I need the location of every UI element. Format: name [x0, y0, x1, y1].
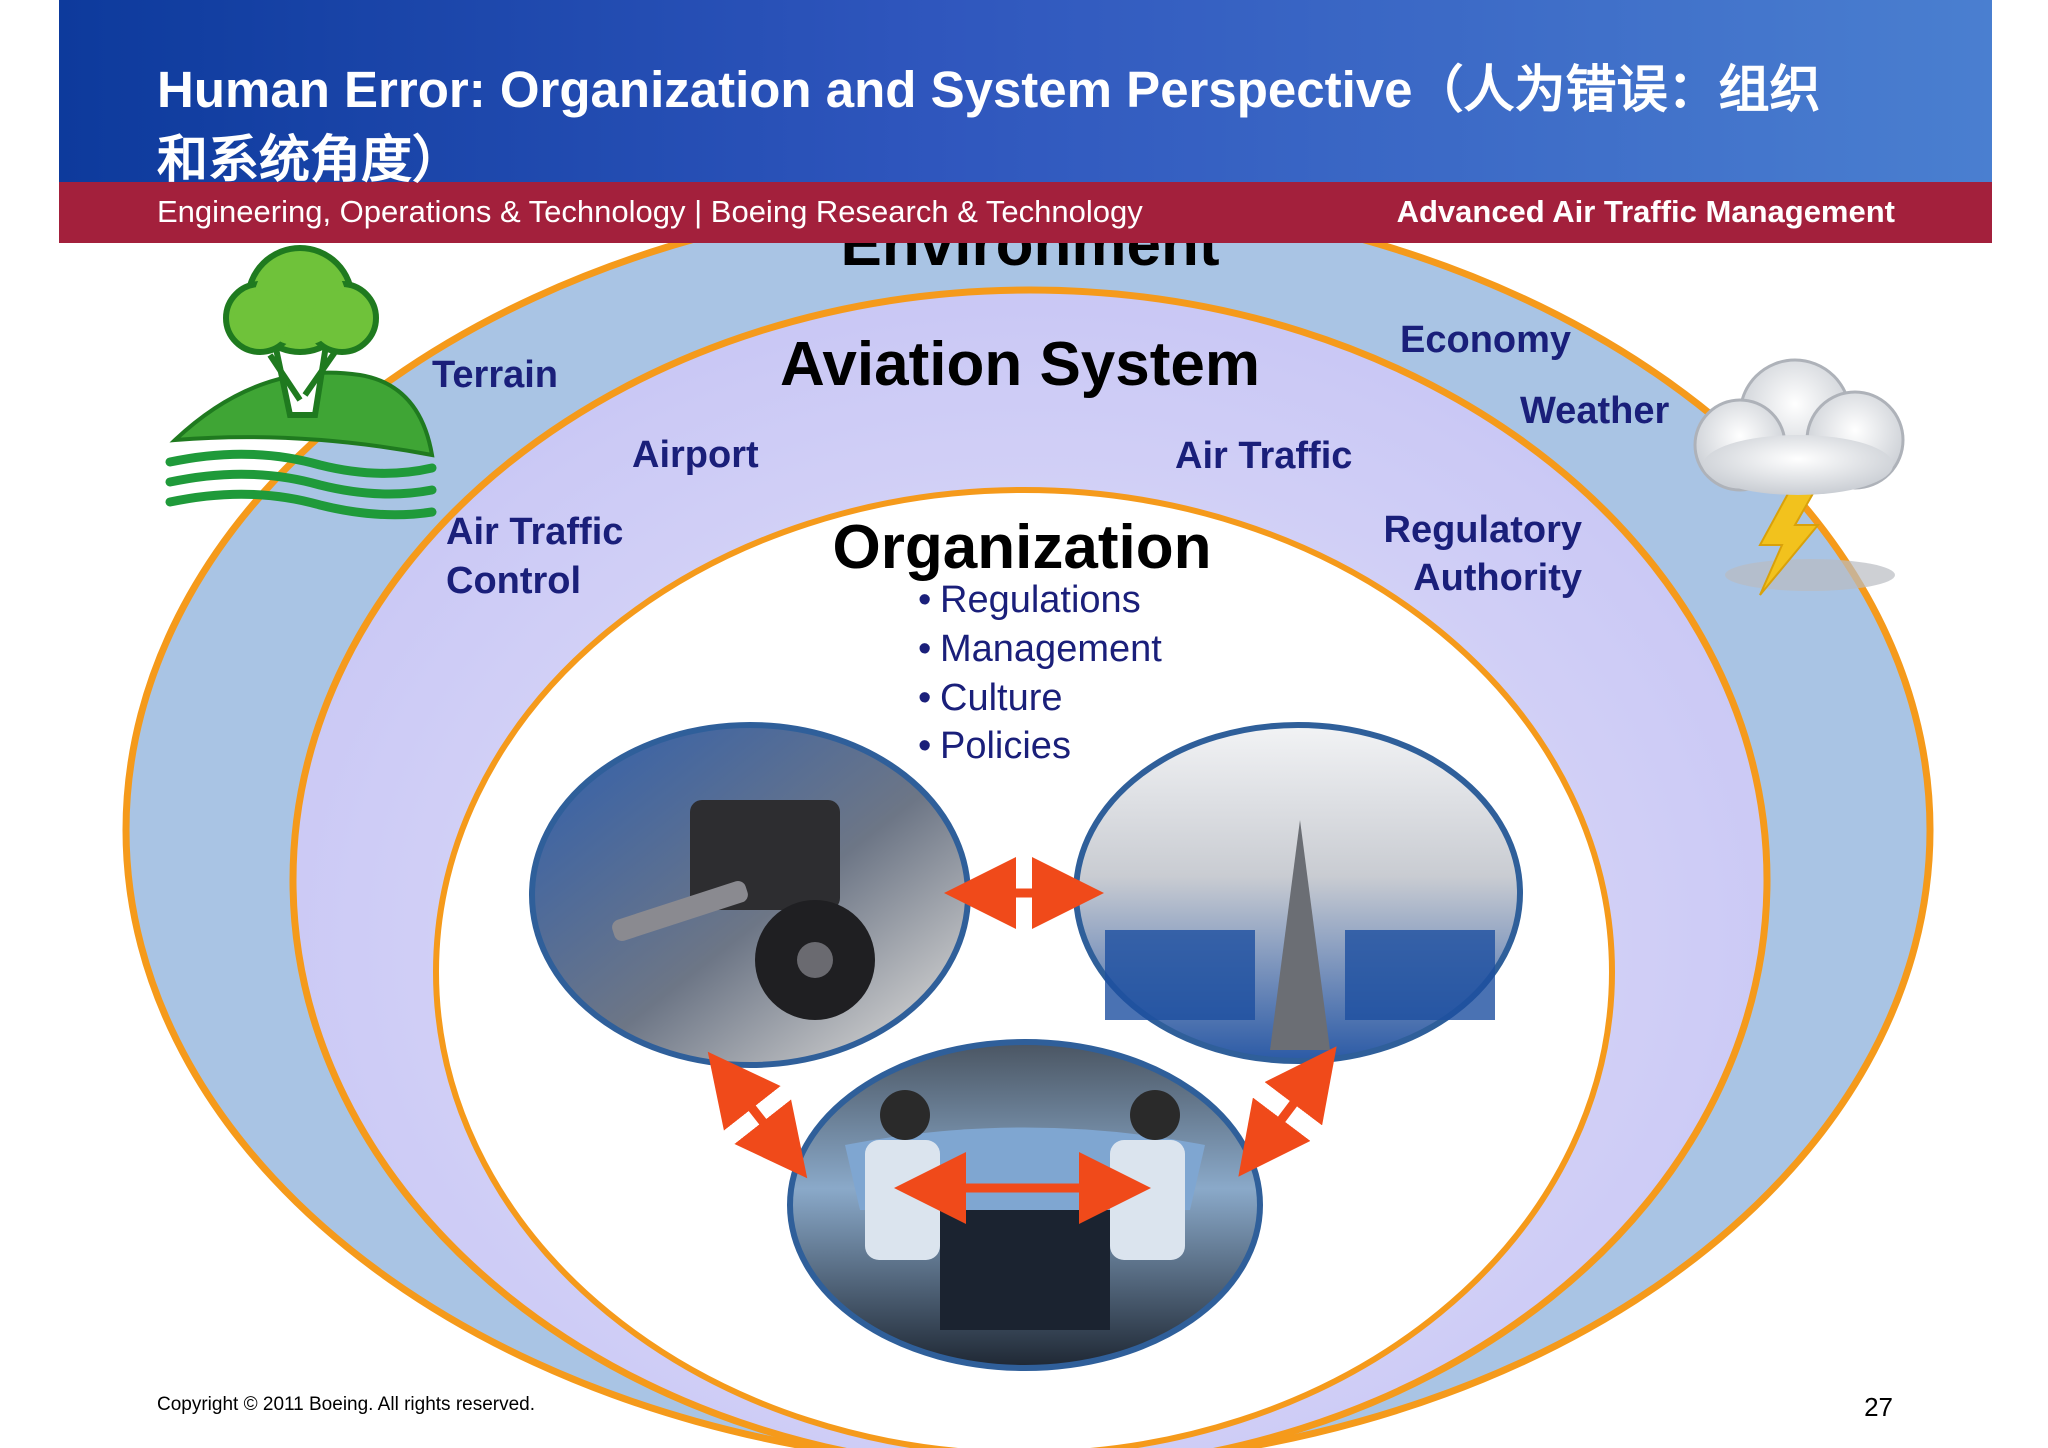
slide-title: Human Error: Organization and System Per… — [157, 61, 1821, 188]
label-regulatory-line2: Authority — [1413, 557, 1582, 599]
cabin-photo — [1073, 722, 1523, 1064]
arrow-cabin-cockpit — [1238, 1046, 1337, 1177]
cockpit-photo — [787, 1039, 1263, 1371]
tree-landscape-icon — [165, 245, 437, 520]
bullet-marker: • — [918, 579, 931, 621]
bullet-management: Management — [940, 628, 1162, 670]
label-atc-line1: Air Traffic — [446, 511, 623, 553]
label-atc-line2: Control — [446, 560, 581, 602]
band-left-text: Engineering, Operations & Technology | B… — [157, 194, 1143, 229]
aviation-system-title: Aviation System — [780, 330, 1260, 399]
bullet-culture: Culture — [940, 677, 1063, 719]
storm-cloud-icon — [1693, 358, 1905, 596]
label-air-traffic: Air Traffic — [1175, 435, 1352, 477]
band-right-text: Advanced Air Traffic Management — [1396, 194, 1895, 229]
label-economy: Economy — [1400, 319, 1571, 361]
label-terrain: Terrain — [432, 354, 558, 396]
bullet-policies: Policies — [940, 725, 1071, 767]
bullet-marker: • — [918, 725, 931, 767]
organization-bullets: • Regulations • Management • Culture • P… — [918, 579, 1162, 767]
label-weather: Weather — [1520, 390, 1669, 432]
bullet-regulations: Regulations — [940, 579, 1141, 621]
bullet-marker: • — [918, 677, 931, 719]
label-airport: Airport — [632, 434, 759, 476]
subheader-band — [59, 182, 1992, 243]
page-number: 27 — [1864, 1392, 1893, 1422]
title-header — [59, 0, 1992, 185]
arrow-maintenance-cockpit — [707, 1051, 808, 1179]
bullet-marker: • — [918, 628, 931, 670]
copyright-notice: Copyright © 2011 Boeing. All rights rese… — [157, 1394, 536, 1415]
label-regulatory-line1: Regulatory — [1384, 509, 1582, 551]
maintenance-photo — [529, 722, 971, 1068]
organization-title: Organization — [833, 513, 1212, 582]
